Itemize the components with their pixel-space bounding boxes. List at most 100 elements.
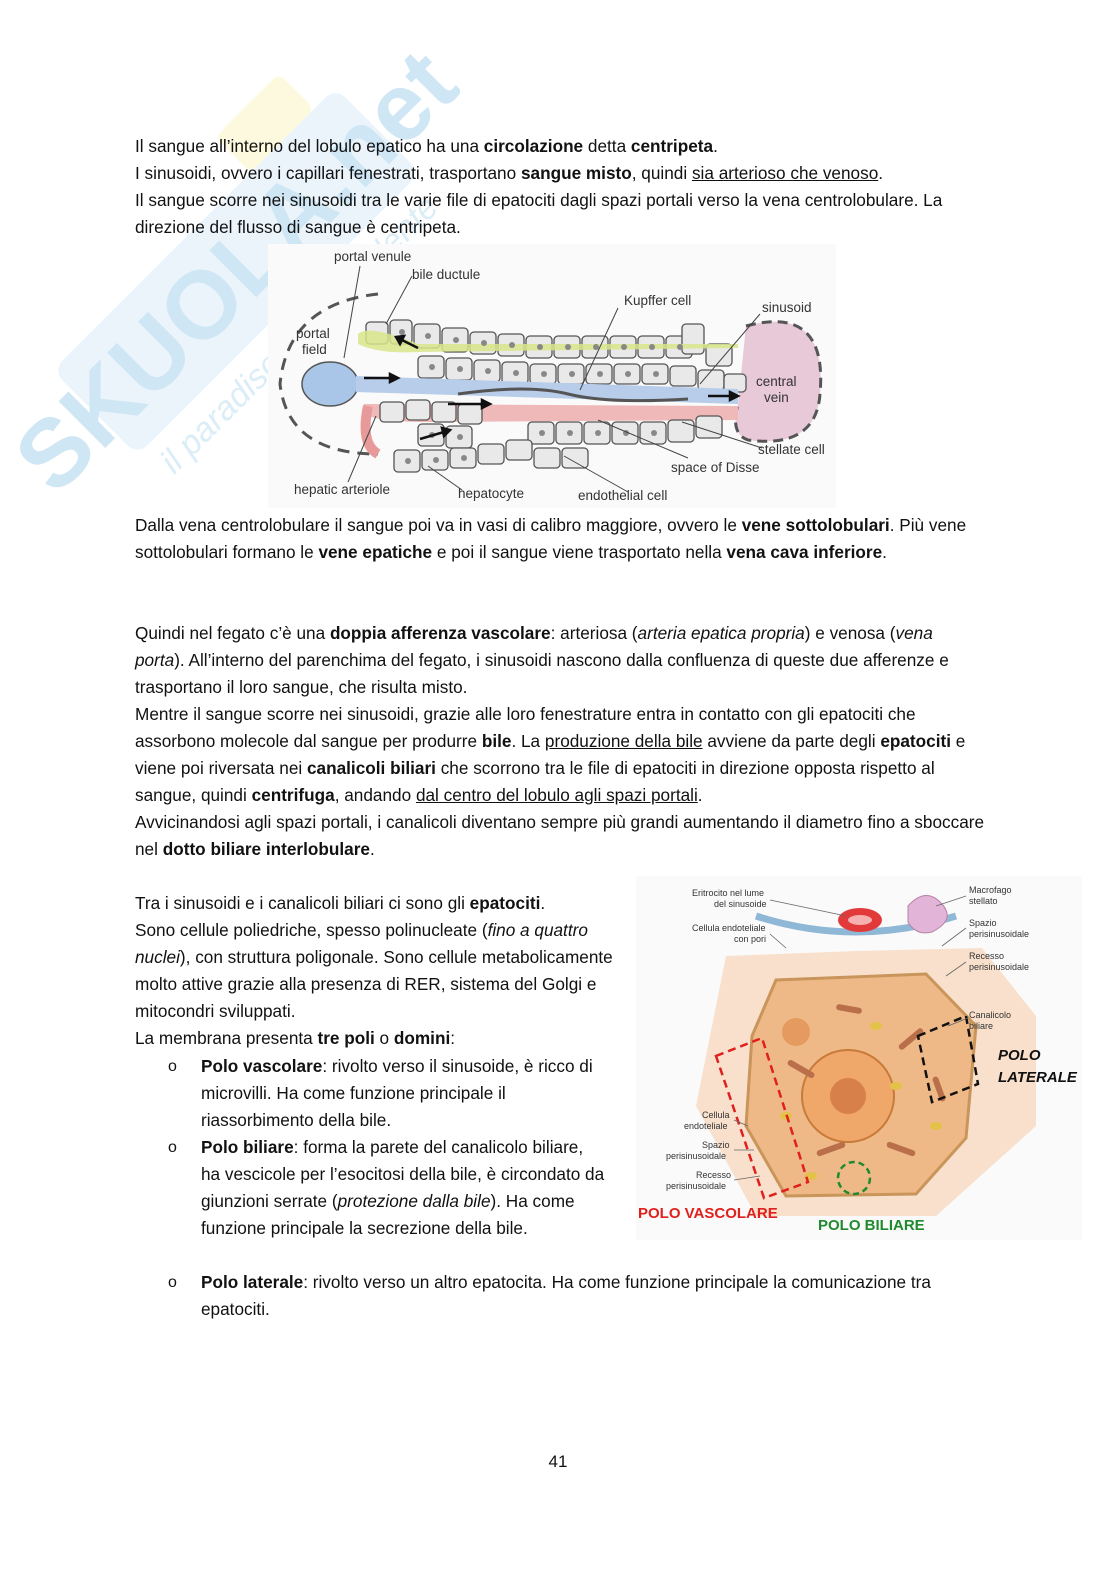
underlined-text: produzione della bile: [544, 731, 703, 751]
bullet-marker: o: [168, 1058, 177, 1075]
text: ) e venosa (: [804, 623, 896, 643]
text: La membrana presenta: [135, 1028, 318, 1048]
text: .: [882, 542, 887, 562]
label-canalicolo-1: Canalicolo: [969, 1010, 1011, 1020]
label-polo-laterale-1: POLO: [998, 1047, 1041, 1064]
text: che scorrono tra le file di epatociti in…: [135, 758, 935, 805]
bold-text: circolazione: [483, 136, 584, 156]
text: Mentre il sangue scorre nei sinusoidi, g…: [135, 704, 916, 751]
text: : arteriosa (: [550, 623, 638, 643]
bold-text: centrifuga: [251, 785, 335, 805]
label-kupffer-cell: Kupffer cell: [624, 293, 691, 308]
label-cellula-endo-1: Cellula endoteliale: [692, 923, 766, 933]
label-portal-field-2: field: [302, 342, 327, 357]
label-polo-biliare: POLO BILIARE: [818, 1217, 925, 1234]
text: e poi il sangue viene trasportato nella: [432, 542, 727, 562]
text: .: [697, 785, 703, 805]
label-canalicolo-2: biliare: [969, 1021, 993, 1031]
label-spazio-top-1: Spazio: [969, 918, 997, 928]
text: Sono cellule poliedriche, spesso polinuc…: [135, 920, 488, 940]
text: Il sangue scorre nei sinusoidi tra le va…: [135, 190, 943, 237]
italic-text: protezione dalla bile: [337, 1191, 491, 1211]
label-recesso-top-2: perisinusoidale: [969, 962, 1029, 972]
italic-text: fino a quattro nuclei: [135, 920, 588, 967]
text: : forma la parete del canalicolo biliare…: [201, 1137, 605, 1211]
label-cellula-endo-left-1: Cellula: [702, 1110, 730, 1120]
paragraph-vene: Dalla vena centrolobulare il sangue poi …: [135, 512, 985, 566]
label-macrofago-2: stellato: [969, 896, 998, 906]
text: , andando: [334, 785, 416, 805]
text: ). All’interno del parenchima del fegato…: [135, 650, 949, 697]
label-endothelial-cell: endothelial cell: [578, 488, 667, 503]
bold-text: Polo laterale: [201, 1272, 304, 1292]
text: e viene poi riversata nei: [135, 731, 966, 778]
text: .: [713, 136, 718, 156]
underlined-text: dal centro del lobulo agli spazi portali: [415, 785, 698, 805]
bullet-marker: o: [168, 1274, 177, 1291]
label-eritrocito-2: del sinusoide: [714, 899, 767, 909]
lobule-diagram: portal venule bile ductule portal field …: [268, 244, 836, 508]
text: detta: [583, 136, 631, 156]
bold-text: doppia afferenza vascolare: [329, 623, 551, 643]
label-hepatocyte: hepatocyte: [458, 486, 524, 501]
label-cellula-endo-left-2: endoteliale: [684, 1121, 728, 1131]
text: ), con struttura poligonale. Sono cellul…: [135, 947, 613, 1021]
bullet-marker: o: [168, 1139, 177, 1156]
bold-text: vene epatiche: [318, 542, 433, 562]
text: . Più vene sottolobulari formano le: [135, 515, 967, 562]
label-bile-ductule: bile ductule: [412, 267, 480, 282]
text: avviene da parte degli: [702, 731, 881, 751]
bold-text: epatociti: [880, 731, 951, 751]
label-recesso-top-1: Recesso: [969, 951, 1004, 961]
text: : rivolto verso il sinusoide, è ricco di…: [201, 1056, 593, 1130]
text: , quindi: [631, 163, 692, 183]
text: Tra i sinusoidi e i canalicoli biliari c…: [135, 893, 470, 913]
italic-text: arteria epatica propria: [637, 623, 805, 643]
text: Avvicinandosi agli spazi portali, i cana…: [135, 812, 985, 859]
text: . La: [511, 731, 545, 751]
label-hepatic-arteriole: hepatic arteriole: [294, 482, 390, 497]
paragraph-circolazione: Il sangue all’interno del lobulo epatico…: [135, 133, 985, 241]
underlined-text: sia arterioso che venoso: [691, 163, 879, 183]
label-polo-laterale-2: LATERALE: [998, 1069, 1078, 1086]
label-sinusoid: sinusoid: [762, 300, 812, 315]
bold-text: epatociti: [469, 893, 541, 913]
bold-text: bile: [481, 731, 512, 751]
text: I sinusoidi, ovvero i capillari fenestra…: [135, 163, 521, 183]
bold-text: domini: [393, 1028, 451, 1048]
label-recesso-left-2: perisinusoidale: [666, 1181, 726, 1191]
page-number: 41: [548, 1452, 568, 1471]
text: .: [878, 163, 884, 183]
bold-text: sangue misto: [520, 163, 632, 183]
text: Il sangue all’interno del lobulo epatico…: [135, 136, 484, 156]
label-spazio-left-2: perisinusoidale: [666, 1151, 726, 1161]
bold-text: dotto biliare interlobulare: [162, 839, 370, 859]
bold-text: vene sottolobulari: [741, 515, 890, 535]
bold-text: Polo vascolare: [201, 1056, 323, 1076]
label-stellate-cell: stellate cell: [758, 442, 825, 457]
label-space-of-disse: space of Disse: [671, 460, 760, 475]
text: : rivolto verso un altro epatocita. Ha c…: [201, 1272, 931, 1319]
label-central-vein-1: central: [756, 374, 797, 389]
bold-text: tre poli: [317, 1028, 375, 1048]
bold-text: centripeta: [630, 136, 714, 156]
label-central-vein-2: vein: [764, 390, 789, 405]
text: .: [540, 893, 546, 913]
text: .: [369, 839, 375, 859]
label-eritrocito-1: Eritrocito nel lume: [692, 888, 764, 898]
label-spazio-top-2: perisinusoidale: [969, 929, 1029, 939]
text: Dalla vena centrolobulare il sangue poi …: [135, 515, 742, 535]
label-recesso-left-1: Recesso: [696, 1170, 731, 1180]
label-polo-vascolare: POLO VASCOLARE: [638, 1205, 778, 1222]
bold-text: Polo biliare: [201, 1137, 294, 1157]
bold-text: canalicoli biliari: [306, 758, 436, 778]
label-portal-venule: portal venule: [334, 249, 411, 264]
paragraph-afferenza: Quindi nel fegato c’è una doppia afferen…: [135, 620, 985, 863]
text: ). Ha come funzione principale la secrez…: [201, 1191, 575, 1238]
text: :: [450, 1028, 456, 1048]
label-macrofago-1: Macrofago: [969, 885, 1012, 895]
text: o: [374, 1028, 394, 1048]
bold-text: vena cava inferiore: [726, 542, 883, 562]
label-spazio-left-1: Spazio: [702, 1140, 730, 1150]
